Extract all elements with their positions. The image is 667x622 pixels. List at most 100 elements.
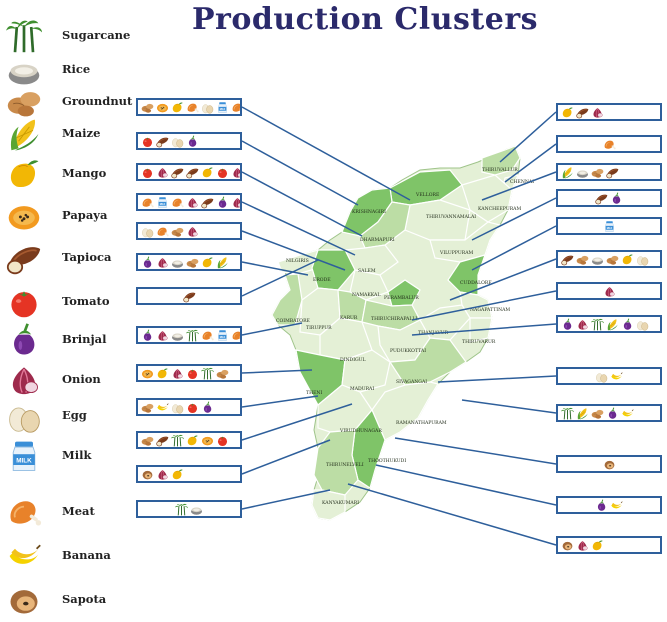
milk-icon: MILK xyxy=(603,220,616,233)
rice-icon xyxy=(171,256,184,269)
cluster-box xyxy=(556,103,662,121)
leader-line xyxy=(242,396,318,407)
svg-text:MILK: MILK xyxy=(160,203,166,205)
onion-icon xyxy=(156,329,169,342)
district-label: PUDUKKOTTAI xyxy=(390,348,426,354)
onion-icon xyxy=(576,539,589,552)
cluster-box xyxy=(556,135,662,153)
leader-line xyxy=(500,112,556,162)
tapioca-icon xyxy=(201,196,214,209)
papaya-icon xyxy=(141,367,154,380)
cluster-box xyxy=(556,367,662,385)
maize-icon xyxy=(561,166,574,179)
legend-label: Tomato xyxy=(62,294,110,308)
leader-line xyxy=(242,172,362,236)
egg-icon xyxy=(141,225,154,238)
onion-icon xyxy=(6,362,52,398)
egg-icon xyxy=(6,398,52,434)
milk-icon: MILK xyxy=(216,101,229,114)
legend-item-egg: Egg xyxy=(6,398,134,434)
leader-line xyxy=(348,484,556,545)
egg-icon xyxy=(171,401,184,414)
groundnut-icon xyxy=(141,401,154,414)
tomato-icon xyxy=(141,166,154,179)
tomato-icon xyxy=(186,367,199,380)
onion-icon xyxy=(186,196,199,209)
onion-icon xyxy=(156,256,169,269)
groundnut-icon xyxy=(186,256,199,269)
legend-item-banana: Banana xyxy=(6,538,134,574)
mango-icon xyxy=(621,253,634,266)
svg-text:MILK: MILK xyxy=(220,336,226,338)
cluster-box xyxy=(556,404,662,422)
leader-line xyxy=(462,400,556,413)
district-label: THIRUVARUR xyxy=(462,339,496,345)
district-label: KRISHNAGIRI xyxy=(352,209,386,215)
district-label: KANCHEEPURAM xyxy=(478,206,521,212)
sugarcane-icon xyxy=(591,318,604,331)
maize-icon xyxy=(606,318,619,331)
mango-icon xyxy=(186,434,199,447)
tapioca-icon xyxy=(561,253,574,266)
tapioca-icon xyxy=(6,240,52,276)
tomato-icon xyxy=(6,284,52,320)
rice-icon xyxy=(190,503,203,516)
groundnut-icon xyxy=(171,225,184,238)
groundnut-icon xyxy=(576,253,589,266)
brinjal-icon xyxy=(561,318,574,331)
district-label: THOOTHUKUDI xyxy=(368,458,406,464)
legend-label: Onion xyxy=(62,372,101,386)
district-label: TIRUPPUR xyxy=(306,325,332,331)
district-label: SIVAGANGAI xyxy=(396,379,427,385)
maize-icon xyxy=(6,116,52,152)
maize-icon xyxy=(576,407,589,420)
sugarcane-icon xyxy=(561,407,574,420)
leader-line xyxy=(242,141,358,205)
leader-line xyxy=(438,376,556,382)
legend-item-tapioca: Tapioca xyxy=(6,240,134,276)
legend-label: Sapota xyxy=(62,592,106,606)
leader-line xyxy=(395,438,556,464)
leader-line xyxy=(376,465,556,505)
sapota-icon xyxy=(6,582,52,618)
cluster-box xyxy=(556,315,662,333)
district-label: NAGAPATTINAM xyxy=(470,307,510,313)
cluster-box xyxy=(556,189,662,207)
district-label: DINDIGUL xyxy=(340,357,366,363)
district-label: KANYAKUMARI xyxy=(322,500,359,506)
meat-icon xyxy=(603,138,616,151)
legend-item-papaya: Papaya xyxy=(6,198,134,234)
brinjal-icon xyxy=(141,329,154,342)
tapioca-icon xyxy=(576,106,589,119)
legend-label: Milk xyxy=(62,448,91,462)
rice-icon xyxy=(6,52,52,88)
svg-text:MILK: MILK xyxy=(220,108,226,110)
district-label: NAMAKKAL xyxy=(352,292,380,298)
legend-label: Maize xyxy=(62,126,100,140)
legend-item-tomato: Tomato xyxy=(6,284,134,320)
district-label: VELLORE xyxy=(415,192,439,198)
tapioca-icon xyxy=(595,192,608,205)
meat-icon xyxy=(201,329,214,342)
brinjal-icon xyxy=(141,256,154,269)
mango-icon xyxy=(201,256,214,269)
cluster-box xyxy=(136,287,242,305)
cluster-box xyxy=(136,364,242,382)
onion-icon xyxy=(156,166,169,179)
cluster-box xyxy=(556,496,662,514)
district-label: DHARMAPURI xyxy=(360,237,395,243)
cluster-box xyxy=(136,500,242,518)
papaya-icon xyxy=(156,101,169,114)
mango-icon xyxy=(156,367,169,380)
legend-label: Rice xyxy=(62,62,90,76)
banana-icon xyxy=(156,401,169,414)
cluster-box: MILK xyxy=(556,217,662,235)
egg-icon xyxy=(201,101,214,114)
legend-label: Tapioca xyxy=(62,250,111,264)
brinjal-icon xyxy=(201,401,214,414)
banana-icon xyxy=(6,538,52,574)
rice-icon xyxy=(591,253,604,266)
legend-item-meat: Meat xyxy=(6,494,134,530)
milk-icon: MILK xyxy=(6,438,52,474)
groundnut-icon xyxy=(591,166,604,179)
